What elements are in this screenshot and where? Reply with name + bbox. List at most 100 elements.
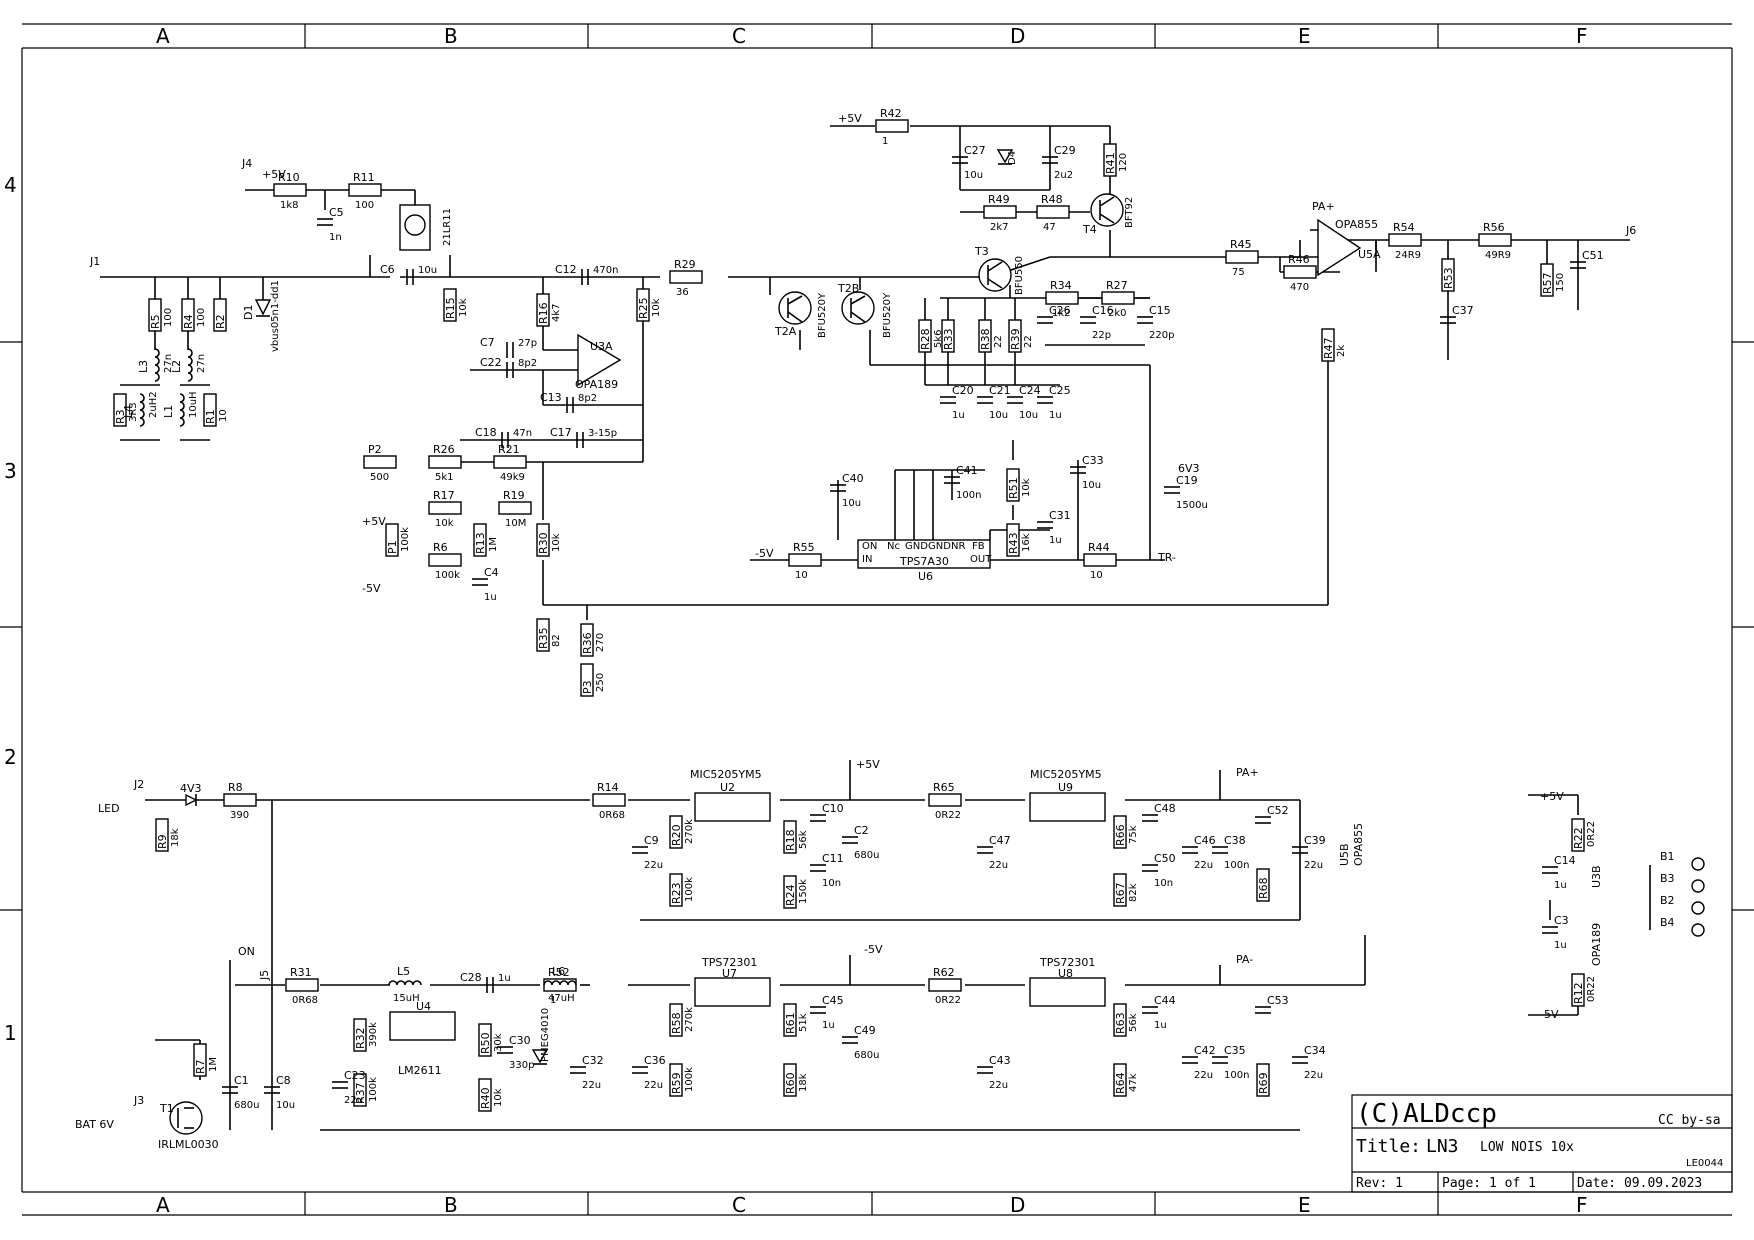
col-label-b: B bbox=[444, 24, 458, 48]
resistor-r69: R69 bbox=[1256, 1063, 1270, 1097]
ref-c48: C48 bbox=[1154, 802, 1176, 815]
col-label-c: C bbox=[732, 24, 746, 48]
val-l5: 15uH bbox=[393, 993, 420, 1004]
val-r44: 10 bbox=[1090, 570, 1103, 581]
val-c5: 1n bbox=[329, 232, 342, 243]
u3b-part: OPA189 bbox=[1590, 923, 1603, 966]
ref-c8: C8 bbox=[276, 1074, 291, 1087]
val-c46: 22u bbox=[1194, 860, 1213, 871]
row-label-3: 3 bbox=[4, 459, 17, 483]
val-c14: 1u bbox=[1554, 880, 1567, 891]
ref-r11: R11 bbox=[353, 171, 375, 184]
conn-b2: B2 bbox=[1660, 894, 1675, 907]
conn-j3: J3 bbox=[133, 1094, 144, 1107]
ref-r40: R40 bbox=[479, 1087, 492, 1109]
ref-r42: R42 bbox=[880, 107, 902, 120]
ref-c5: C5 bbox=[329, 206, 344, 219]
col-label-e-bottom: E bbox=[1298, 1193, 1311, 1217]
ref-c6: C6 bbox=[380, 263, 395, 276]
val-c30: 330p bbox=[509, 1060, 534, 1071]
capacitor-c52: C52 bbox=[1255, 804, 1289, 824]
val-r24: 150k bbox=[798, 879, 809, 904]
ref-c30: C30 bbox=[509, 1034, 531, 1047]
ref-r31: R31 bbox=[290, 966, 312, 979]
u3a-part: OPA189 bbox=[575, 378, 618, 391]
val-c25: 1u bbox=[1049, 410, 1062, 421]
ref-c43: C43 bbox=[989, 1054, 1011, 1067]
val-c15: 220p bbox=[1149, 330, 1174, 341]
ref-c44: C44 bbox=[1154, 994, 1176, 1007]
drawing-frame: A B C D E F A B C D E F 4 3 2 1 bbox=[0, 23, 1754, 1217]
u7-part: TPS72301 bbox=[701, 956, 757, 969]
ref-r51: R51 bbox=[1007, 477, 1020, 499]
conn-j1: J1 bbox=[89, 255, 100, 268]
t2b-ref: T2B bbox=[837, 282, 859, 295]
ref-c19: C19 bbox=[1176, 474, 1198, 487]
conn-j6: J6 bbox=[1625, 224, 1636, 237]
ref-c31: C31 bbox=[1049, 509, 1071, 522]
u6-part: TPS7A30 bbox=[899, 555, 949, 568]
val-r31: 0R68 bbox=[292, 995, 318, 1006]
val-r27: 2k0 bbox=[1108, 308, 1127, 319]
ref-r52: R52 bbox=[548, 966, 570, 979]
val-r35: 82 bbox=[551, 634, 562, 647]
ref-r63: R63 bbox=[1114, 1012, 1127, 1034]
u6-pin-on: ON bbox=[862, 541, 877, 552]
u9-ref: U9 bbox=[1058, 781, 1073, 794]
ref-c42: C42 bbox=[1194, 1044, 1216, 1057]
title-subtitle: LOW NOIS 10x bbox=[1480, 1140, 1574, 1155]
capacitor-c26: C26 bbox=[1037, 304, 1071, 324]
ref-r48: R48 bbox=[1041, 193, 1063, 206]
val-c12: 470n bbox=[593, 265, 618, 276]
val-c16: 22p bbox=[1092, 330, 1111, 341]
ldo-u1-symbol bbox=[399, 204, 431, 251]
ref-r45: R45 bbox=[1230, 238, 1252, 251]
t3-val: BFU550 bbox=[1014, 256, 1025, 295]
ref-c13: C13 bbox=[540, 391, 562, 404]
ref-l5: L5 bbox=[397, 965, 410, 978]
ref-r1: R1 bbox=[204, 409, 217, 424]
ref-c22: C22 bbox=[480, 356, 502, 369]
val-r34: 1k2 bbox=[1052, 308, 1071, 319]
val-c33: 10u bbox=[1082, 480, 1101, 491]
val-l1: 10uH bbox=[188, 391, 199, 418]
val-c20: 1u bbox=[952, 410, 965, 421]
val-c31: 1u bbox=[1049, 535, 1062, 546]
ref-r50: R50 bbox=[479, 1032, 492, 1054]
val-r22: 0R22 bbox=[1586, 821, 1597, 847]
val-p3: 250 bbox=[595, 673, 606, 692]
val-r43: 16k bbox=[1021, 533, 1032, 552]
ref-r68: R68 bbox=[1257, 877, 1270, 899]
u1-val: 21LR11 bbox=[442, 208, 453, 246]
diode-d1 bbox=[254, 299, 272, 317]
ref-r2: R2 bbox=[214, 314, 227, 329]
col-label-f: F bbox=[1576, 24, 1588, 48]
ref-c27: C27 bbox=[964, 144, 986, 157]
val-r30: 10k bbox=[551, 533, 562, 552]
